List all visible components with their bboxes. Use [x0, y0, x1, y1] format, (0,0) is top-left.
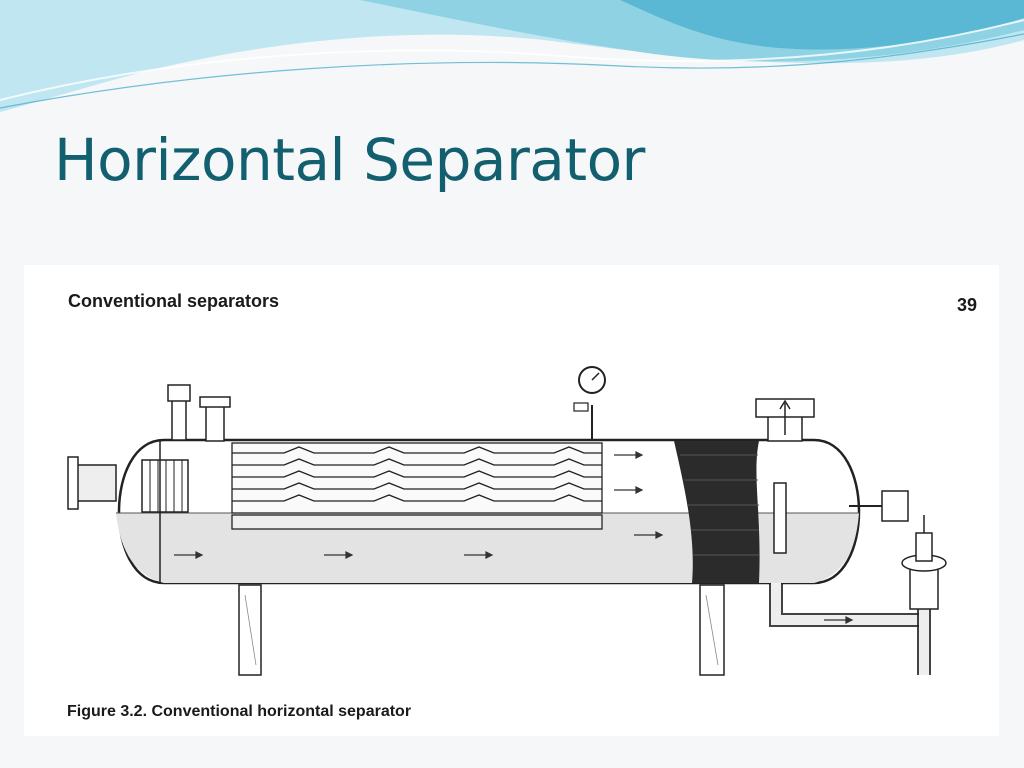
header-wave-decoration — [0, 0, 1024, 112]
figure-running-head: Conventional separators — [68, 291, 280, 311]
figure-caption: Figure 3.2. Conventional horizontal sepa… — [67, 703, 412, 720]
relief-valve — [171, 399, 187, 441]
separator-drawing — [67, 366, 947, 676]
top-nozzle-left — [205, 404, 225, 442]
figure-panel: Conventional separators 39 — [24, 265, 999, 736]
figure-page-number: 39 — [956, 295, 977, 315]
level-gauge — [773, 482, 787, 554]
vane-pack — [231, 442, 603, 530]
dump-valve-body — [909, 564, 939, 610]
liquid-section — [116, 513, 859, 583]
inlet-diverter — [141, 459, 189, 513]
flow-arrows — [174, 451, 854, 624]
left-support-leg — [238, 584, 262, 676]
slide-title: Horizontal Separator — [54, 126, 645, 194]
inlet-nozzle — [75, 464, 117, 502]
liquid-outlet-pipe — [769, 583, 924, 627]
mist-extractor-section — [674, 441, 760, 583]
level-controller — [881, 490, 909, 522]
